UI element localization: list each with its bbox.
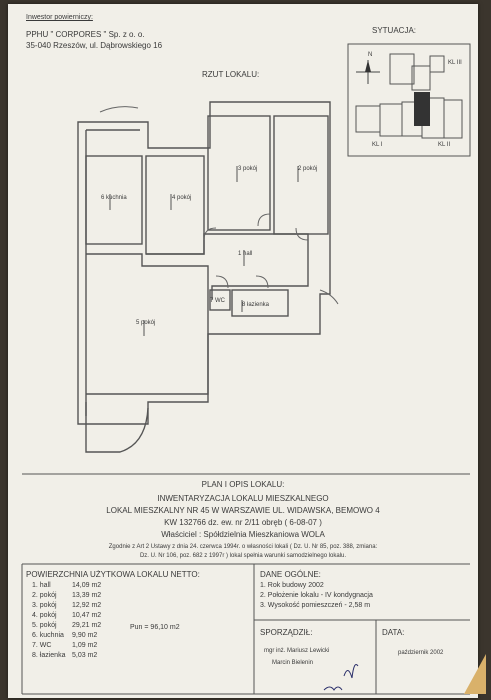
area-row-name: 6. kuchnia (32, 632, 64, 639)
area-row-name: 4. pokój (32, 612, 57, 619)
description-line1: INWENTARYZACJA LOKALU MIESZKALNEGO (157, 494, 329, 503)
situation-north-label: N (368, 52, 373, 58)
signatures-heading: SPORZĄDZIŁ: (260, 628, 313, 637)
situation-label-kl2: KL II (438, 142, 451, 148)
room-label-8: 8 łazienka (242, 302, 270, 308)
plan-heading: RZUT LOKALU: (202, 70, 260, 79)
general-item-1: 1. Rok budowy 2002 (260, 582, 324, 589)
area-row-value: 1,09 m2 (72, 642, 98, 649)
room-markers (109, 166, 299, 336)
investor-name: PPHU " CORPORES " Sp. z o. o. (26, 30, 145, 39)
area-row-name: 1. hall (32, 582, 51, 589)
room-label-1: 1 hall (238, 251, 253, 257)
date-value: październik 2002 (398, 650, 444, 656)
area-total: Pun = 96,10 m2 (130, 624, 180, 631)
room-label-4: 4 pokój (172, 195, 192, 201)
north-arrow-icon (356, 60, 380, 84)
situation-label-kl3: KL III (448, 60, 462, 66)
area-row-name: 8. łazienka (32, 652, 66, 659)
legal-line2: Dz. U. Nr 106, poz. 682 z 1997r ) lokal … (139, 553, 347, 559)
general-item-3: 3. Wysokość pomieszczeń - 2,58 m (260, 602, 371, 609)
area-row-value: 12,92 m2 (72, 602, 102, 609)
legal-line1: Zgodnie z Art 2 Ustawy z dnia 24. czerwc… (108, 544, 378, 550)
corner-decoration (464, 654, 486, 694)
footer-table (21, 473, 470, 695)
area-row-value: 9,90 m2 (72, 632, 98, 639)
situation-highlight (414, 92, 430, 126)
area-row-value: 29,21 m2 (72, 622, 102, 629)
area-row-name: 3. pokój (32, 602, 57, 609)
room-label-2: 2 pokój (298, 166, 318, 172)
signature-scribble (323, 664, 359, 691)
area-row-value: 10,47 m2 (72, 612, 102, 619)
situation-buildings (355, 53, 463, 139)
situation-label-kl1: KL I (372, 142, 383, 148)
area-row-name: 5. pokój (32, 622, 57, 629)
description-kw: KW 132766 dz. ew. nr 2/11 obręb ( 6-08-0… (164, 518, 322, 527)
room-label-7: 7 WC (210, 298, 225, 304)
room-label-5: 5 pokój (136, 320, 156, 326)
drawing-layer (21, 43, 471, 695)
description-line2: LOKAL MIESZKALNY NR 45 W WARSZAWIE UL. W… (106, 506, 380, 515)
floor-plan (77, 101, 331, 453)
room-label-6: 6 kuchnia (101, 195, 127, 201)
situation-heading: SYTUACJA: (372, 26, 417, 35)
signature-person-1: mgr inż. Mariusz Lewicki (264, 648, 330, 654)
area-row-name: 2. pokój (32, 592, 57, 599)
description-title: PLAN I OPIS LOKALU: (201, 480, 285, 489)
investor-heading: Inwestor powierniczy: (26, 14, 93, 21)
door-arcs (99, 106, 339, 305)
area-row-value: 5,03 m2 (72, 652, 98, 659)
room-label-3: 3 pokój (238, 166, 258, 172)
situation-frame (347, 43, 471, 157)
description-owner: Właściciel : Spółdzielnia Mieszkaniowa W… (161, 530, 325, 539)
document-sheet: Inwestor powierniczy: PPHU " CORPORES " … (8, 4, 486, 698)
area-row-name: 7. WC (32, 642, 52, 649)
date-heading: DATA: (382, 628, 405, 637)
signature-person-2: Marcin Bielenin (272, 660, 314, 666)
area-heading: POWIERZCHNIA UŻYTKOWA LOKALU NETTO: (26, 570, 200, 579)
area-row-value: 13,39 m2 (72, 592, 102, 599)
general-item-2: 2. Położenie lokalu - IV kondygnacja (260, 592, 373, 599)
area-row-value: 14,09 m2 (72, 582, 102, 589)
investor-address: 35-040 Rzeszów, ul. Dąbrowskiego 16 (26, 41, 163, 50)
general-heading: DANE OGÓLNE: (260, 570, 321, 579)
